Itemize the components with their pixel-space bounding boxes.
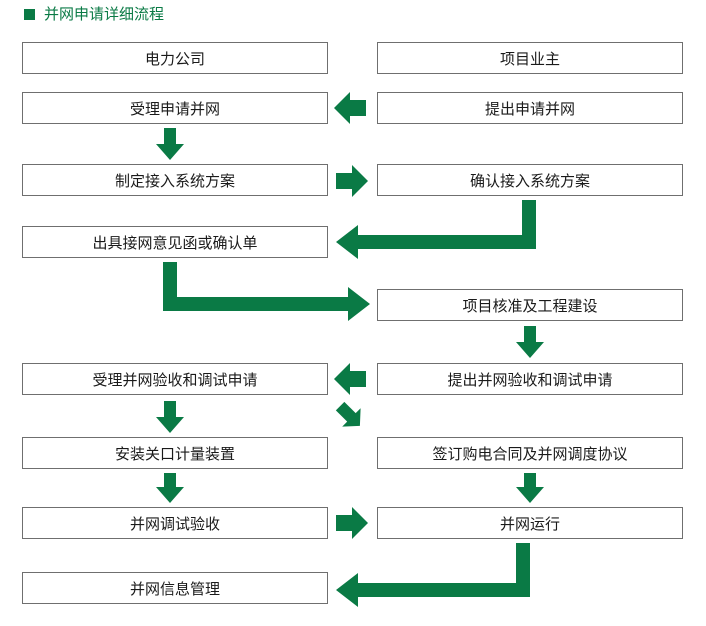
step-confirm-plan: 确认接入系统方案 [377, 164, 683, 196]
arrow-down-icon [516, 326, 544, 358]
arrow-down-icon [156, 473, 184, 503]
step-formulate-plan: 制定接入系统方案 [22, 164, 328, 196]
step-project-approval: 项目核准及工程建设 [377, 289, 683, 321]
elbow-arrow-left-icon [336, 200, 536, 259]
arrow-down-icon [516, 473, 544, 503]
step-sign-contract: 签订购电合同及并网调度协议 [377, 437, 683, 469]
step-grid-test: 并网调试验收 [22, 507, 328, 539]
title-marker [24, 9, 35, 20]
arrow-right-icon [336, 165, 368, 197]
step-grid-operation: 并网运行 [377, 507, 683, 539]
step-submit-application: 提出申请并网 [377, 92, 683, 124]
elbow-arrow-left-icon [336, 543, 530, 607]
step-submit-acceptance: 提出并网验收和调试申请 [377, 363, 683, 395]
step-accept-application: 受理申请并网 [22, 92, 328, 124]
header-project-owner: 项目业主 [377, 42, 683, 74]
arrow-down-icon [156, 401, 184, 433]
arrow-down-icon [156, 128, 184, 160]
step-install-meter: 安装关口计量装置 [22, 437, 328, 469]
step-issue-letter: 出具接网意见函或确认单 [22, 226, 328, 258]
arrow-left-icon [334, 92, 366, 124]
step-info-management: 并网信息管理 [22, 572, 328, 604]
diagram-title: 并网申请详细流程 [44, 5, 165, 23]
header-power-company: 电力公司 [22, 42, 328, 74]
step-accept-acceptance: 受理并网验收和调试申请 [22, 363, 328, 395]
arrow-left-icon [334, 363, 366, 395]
arrow-diagonal-icon [335, 401, 361, 427]
arrow-right-icon [336, 507, 368, 539]
elbow-arrow-right-icon [163, 262, 370, 321]
